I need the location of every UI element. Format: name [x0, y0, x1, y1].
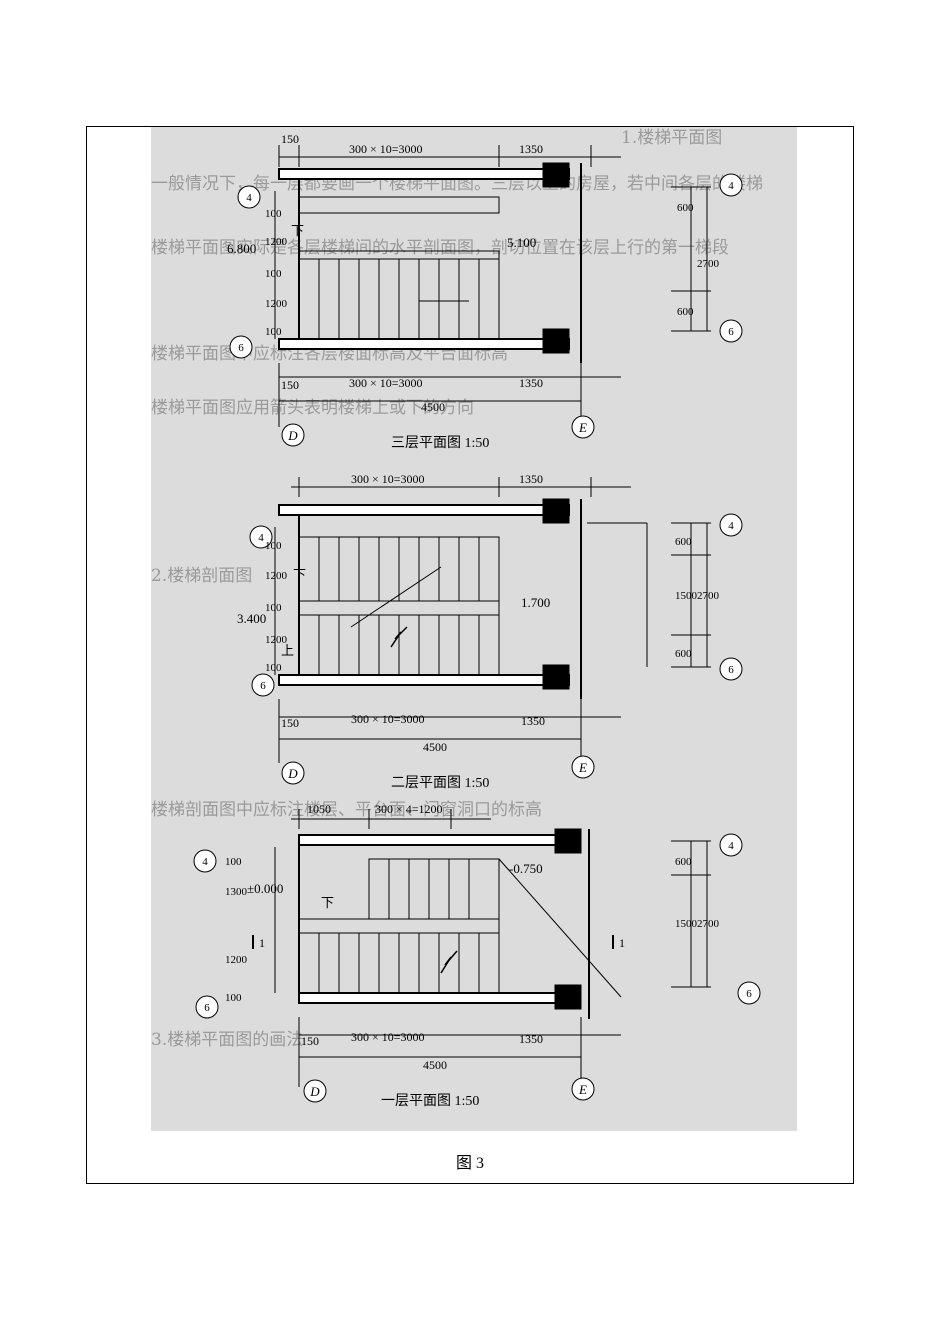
plan-third-floor-labels: 150 300 × 10=3000 1350 4 6 4 6 100 1200 … [227, 132, 734, 451]
axis-label: 4 [258, 532, 264, 544]
dim-label: 4500 [423, 1058, 447, 1072]
dim-label: 100 [265, 208, 282, 220]
ghost-line: 3.楼梯平面图的画法 [151, 1030, 303, 1050]
stair-plan-scan: 1.楼梯平面图 一般情况下，每一层都要画一个楼梯平面图。三层以上的房屋，若中间各… [151, 127, 797, 1131]
level-label: 6.800 [227, 241, 256, 256]
axis-label: 6 [260, 680, 266, 692]
dim-label: 1050 [307, 802, 331, 816]
level-label: 3.400 [237, 611, 266, 626]
ghost-line: 楼梯平面图实际是各层楼梯间的水平剖面图，剖切位置在该层上行的第一梯段 [151, 238, 729, 258]
ghost-line: 楼梯剖面图中应标注楼层、平台面、门窗洞口的标高 [151, 800, 542, 820]
dim-label: 1500 [675, 918, 698, 930]
dim-label: 1200 [265, 634, 288, 646]
axis-label: 6 [728, 664, 734, 676]
axis-label: 6 [728, 326, 734, 338]
axis-label: 4 [202, 856, 208, 868]
dim-label: 300 × 4=1200 [375, 802, 443, 816]
dim-label: 600 [675, 536, 692, 548]
axis-label: D [287, 428, 298, 443]
dim-label: 1350 [519, 376, 543, 390]
dim-label: 2700 [697, 590, 720, 602]
axis-label: D [287, 766, 298, 781]
direction-label: 上 [281, 643, 294, 658]
dim-label: 4500 [421, 400, 445, 414]
ghost-line: 楼梯平面图应用箭头表明楼梯上或下的方向 [151, 398, 474, 418]
direction-label: 下 [291, 223, 304, 238]
ghost-line: 2.楼梯剖面图 [151, 566, 252, 586]
dim-label: 1350 [519, 142, 543, 156]
ghost-line: 1.楼梯平面图 [621, 128, 722, 148]
dim-label: 1200 [265, 570, 288, 582]
axis-label: 4 [728, 180, 734, 192]
plan-title: 一层平面图 1:50 [381, 1094, 479, 1109]
section-mark: 1 [259, 936, 265, 950]
plan-title: 二层平面图 1:50 [391, 776, 489, 791]
dim-label: 100 [265, 602, 282, 614]
dim-label: 1500 [675, 590, 698, 602]
ghost-text: 1.楼梯平面图 一般情况下，每一层都要画一个楼梯平面图。三层以上的房屋，若中间各… [151, 128, 763, 1050]
plan-second-floor [249, 477, 743, 785]
dim-label: 150 [281, 132, 299, 146]
plan-title: 三层平面图 1:50 [391, 436, 489, 451]
dim-label: 4500 [423, 740, 447, 754]
direction-label: 下 [293, 567, 306, 582]
level-label: -0.750 [509, 861, 543, 876]
axis-label: 4 [728, 520, 734, 532]
level-label: ±0.000 [247, 881, 283, 896]
dim-label: 100 [225, 856, 242, 868]
dim-label: 100 [265, 540, 282, 552]
dim-label: 1200 [225, 954, 248, 966]
axis-label: 6 [238, 342, 244, 354]
dim-label: 600 [675, 648, 692, 660]
dim-label: 600 [675, 856, 692, 868]
plan-second-floor-labels: 300 × 10=3000 1350 4 6 4 6 100 1200 100 … [237, 472, 734, 791]
dim-label: 1200 [265, 236, 288, 248]
dim-label: 300 × 10=3000 [351, 472, 425, 486]
dim-label: 1200 [265, 298, 288, 310]
axis-label: 6 [746, 988, 752, 1000]
dim-label: 100 [265, 326, 282, 338]
axis-label: D [309, 1084, 320, 1099]
level-label: 1.700 [521, 595, 550, 610]
dim-label: 1300 [225, 886, 248, 898]
stair-plan-drawing: 1.楼梯平面图 一般情况下，每一层都要画一个楼梯平面图。三层以上的房屋，若中间各… [151, 128, 763, 1109]
dim-label: 1350 [519, 1032, 543, 1046]
dim-label: 100 [265, 268, 282, 280]
plan-first-floor-labels: 1050 300 × 4=1200 4 6 4 6 100 1300 1200 … [202, 802, 752, 1109]
section-mark: 1 [619, 936, 625, 950]
axis-label: E [578, 1082, 587, 1097]
figure-frame: 1.楼梯平面图 一般情况下，每一层都要画一个楼梯平面图。三层以上的房屋，若中间各… [86, 126, 854, 1184]
dim-label: 2700 [697, 258, 720, 270]
dim-label: 100 [265, 662, 282, 674]
dim-label: 300 × 10=3000 [349, 376, 423, 390]
dim-label: 150 [281, 378, 299, 392]
figure-caption: 图 3 [455, 1155, 484, 1172]
dim-label: 150 [281, 716, 299, 730]
dim-label: 1350 [519, 472, 543, 486]
dim-label: 1350 [521, 714, 545, 728]
direction-label: 下 [321, 895, 334, 910]
dim-label: 600 [677, 306, 694, 318]
dim-label: 600 [677, 202, 694, 214]
dim-label: 300 × 10=3000 [351, 712, 425, 726]
axis-label: 4 [728, 840, 734, 852]
plan-third-floor [229, 145, 743, 447]
axis-label: 4 [246, 192, 252, 204]
axis-label: E [578, 420, 587, 435]
dim-label: 2700 [697, 918, 720, 930]
axis-label: 6 [204, 1002, 210, 1014]
dim-label: 150 [301, 1034, 319, 1048]
dim-label: 100 [225, 992, 242, 1004]
plan-first-floor [193, 809, 761, 1103]
dim-label: 300 × 10=3000 [351, 1030, 425, 1044]
dim-label: 300 × 10=3000 [349, 142, 423, 156]
level-label: 5.100 [507, 235, 536, 250]
axis-label: E [578, 760, 587, 775]
